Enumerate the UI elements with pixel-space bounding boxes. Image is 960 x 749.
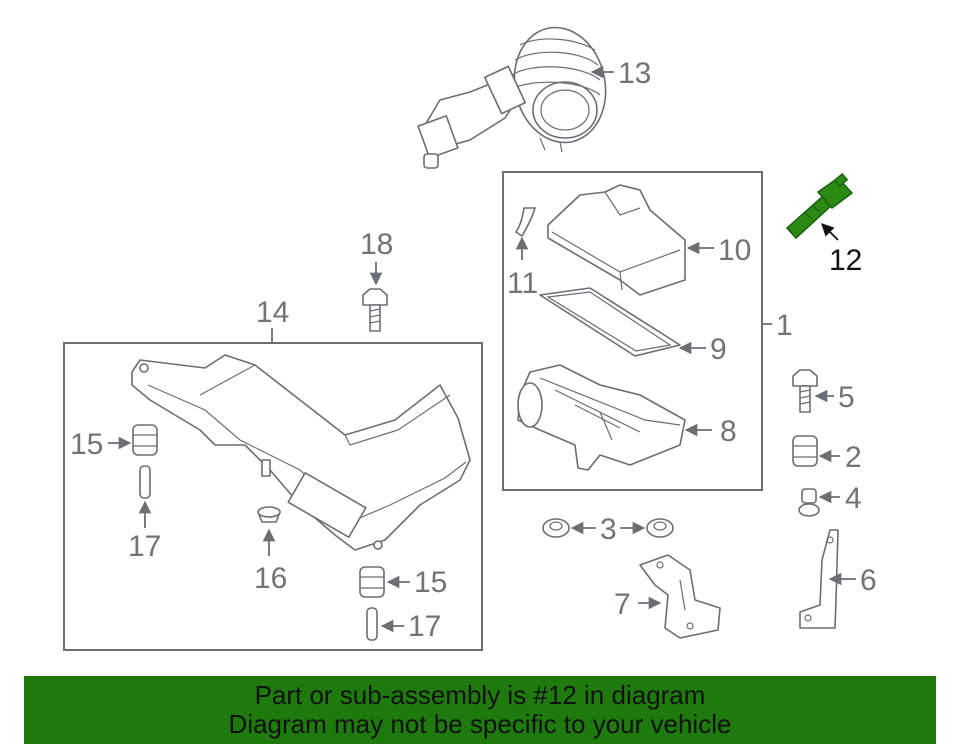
assembly-14-frame: [63, 342, 483, 651]
callout-10: 10: [718, 234, 751, 267]
callout-17-lower: 17: [408, 610, 441, 643]
part-17-pin-lower: [366, 607, 378, 641]
callout-9: 9: [710, 333, 727, 366]
callout-15-upper: 15: [70, 428, 103, 461]
callout-5: 5: [838, 381, 855, 414]
part-18-bolt: [362, 288, 388, 332]
part-15-grommet-lower: [359, 566, 385, 598]
leader-lines: [108, 65, 856, 633]
callout-16: 16: [254, 562, 287, 595]
callout-13: 13: [618, 57, 651, 90]
part-15-grommet-upper: [132, 424, 158, 456]
info-banner: Part or sub-assembly is #12 in diagram D…: [24, 676, 936, 744]
part-6-bracket: [799, 529, 839, 629]
callout-18: 18: [360, 228, 393, 261]
part-12-sensor-highlighted: [785, 172, 854, 240]
part-16-grommet: [257, 506, 281, 523]
part-7-bracket: [639, 554, 721, 639]
callout-17-upper: 17: [128, 530, 161, 563]
part-17-pin-upper: [139, 465, 151, 499]
part-8-lower-housing: [517, 364, 686, 471]
part-10-upper-housing: [547, 184, 686, 296]
part-14-resonator: [131, 354, 471, 551]
callout-3: 3: [600, 513, 617, 546]
callout-4: 4: [845, 482, 862, 515]
callout-6: 6: [860, 564, 877, 597]
part-3-insulator-left: [542, 518, 570, 538]
callout-8: 8: [720, 415, 737, 448]
part-5-bolt: [792, 369, 818, 413]
callout-7: 7: [614, 588, 631, 621]
callout-2: 2: [845, 441, 862, 474]
callout-15-lower: 15: [414, 566, 447, 599]
banner-line-disclaimer: Diagram may not be specific to your vehi…: [228, 709, 732, 739]
part-4-grommet: [798, 488, 820, 517]
callout-11: 11: [507, 267, 538, 300]
part-2-grommet: [792, 435, 818, 467]
callout-14: 14: [256, 296, 289, 329]
part-9-filter-element: [539, 287, 681, 357]
assembly-1-frame: [502, 171, 763, 491]
part-3-insulator-right: [646, 518, 674, 538]
callout-12-highlighted: 12: [829, 244, 862, 277]
callout-labels: 13 14 18 11 10 9 8 1 12 5 2 4 6 3 7 15 1…: [70, 57, 877, 643]
banner-line-part-number: Part or sub-assembly is #12 in diagram: [254, 680, 706, 710]
part-13-intake-duct: [417, 26, 607, 169]
callout-1: 1: [776, 309, 793, 342]
part-11-clip: [515, 207, 536, 237]
